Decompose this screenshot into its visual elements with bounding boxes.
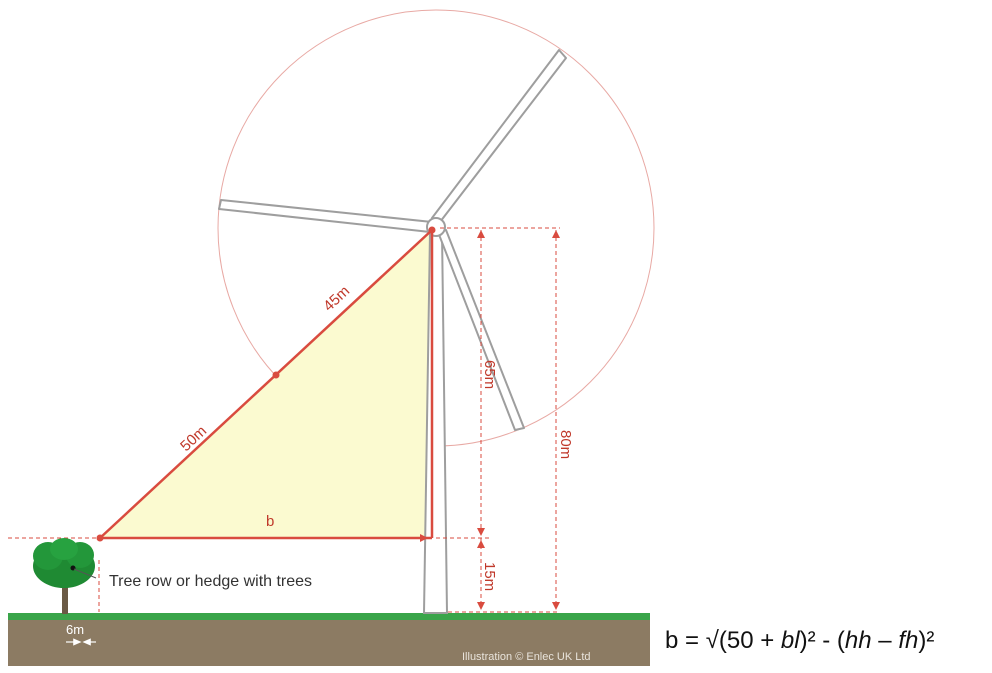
dimension-arrows <box>420 230 560 610</box>
hypotenuse-line <box>99 229 433 539</box>
triangle-outline <box>99 229 434 540</box>
formula-bl: bl <box>781 627 800 654</box>
blade-upper <box>431 49 567 223</box>
blade-left <box>218 199 433 233</box>
formula-hh: hh <box>845 627 872 654</box>
label-6m: 6m <box>66 622 84 637</box>
setback-formula: b = √(50 + bl)² - (hh – fh)² <box>665 627 934 654</box>
formula-fh: fh <box>898 627 918 654</box>
formula-mid: )² - ( <box>800 627 845 654</box>
label-15m: 15m <box>481 562 498 591</box>
illustration-credit: Illustration © Enlec UK Ltd <box>462 651 591 663</box>
label-80m: 80m <box>557 430 574 459</box>
label-base-b: b <box>266 513 274 530</box>
formula-lhs: b = √(50 + <box>665 627 781 654</box>
tree-caption: Tree row or hedge with trees <box>109 573 312 590</box>
point-sweep <box>272 371 280 379</box>
tree-leader-line <box>73 568 97 579</box>
point-hub <box>428 226 436 234</box>
formula-minus: – <box>872 627 899 654</box>
grass-strip <box>8 613 650 620</box>
formula-end: )² <box>918 627 934 654</box>
point-tree <box>96 534 104 542</box>
label-65m: 65m <box>481 360 498 389</box>
soil <box>8 618 650 666</box>
tree <box>33 538 97 614</box>
